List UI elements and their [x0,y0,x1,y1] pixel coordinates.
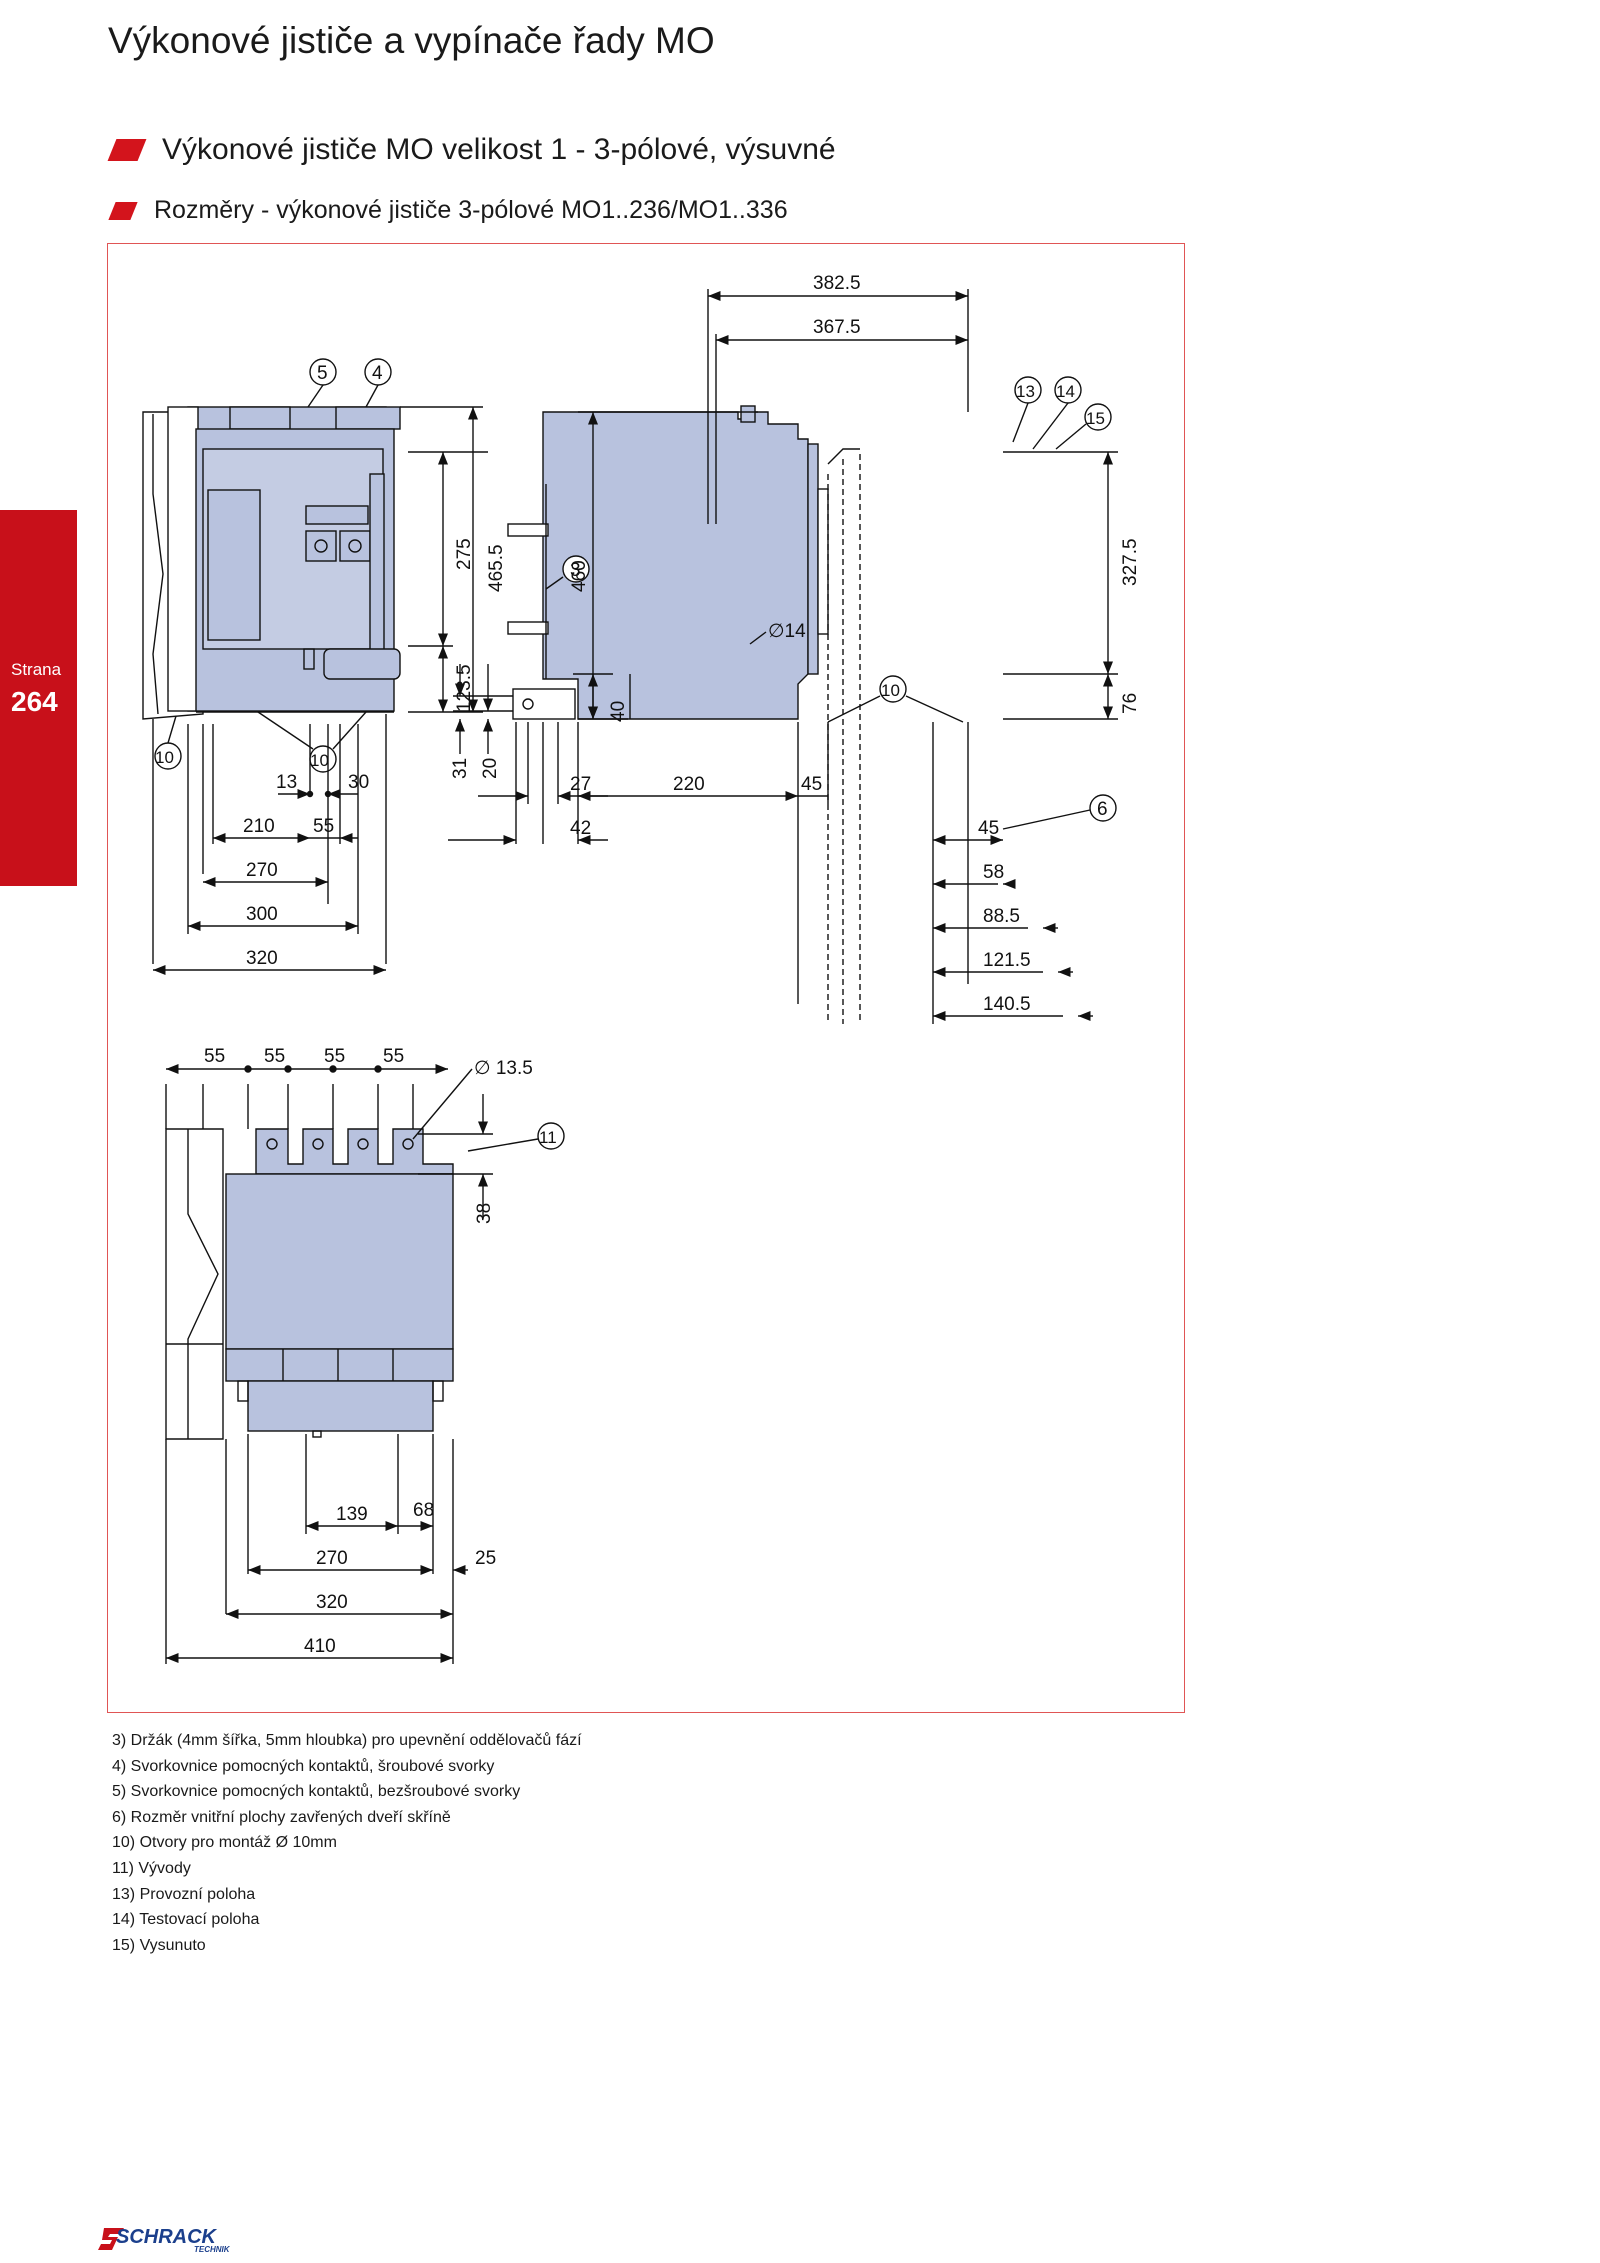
dim-123-5: 123.5 [454,664,475,712]
dim-55: 55 [313,816,334,837]
pitch-55-2: 55 [264,1046,285,1067]
dim-367-5: 367.5 [813,317,861,338]
dim-410: 410 [304,1636,336,1657]
dim-382-5: 382.5 [813,273,861,294]
callout-13: 13 [1016,382,1035,401]
dimension-drawing: 5 4 10 10 275 465.5 123.5 [142,273,1141,1664]
note-4: 4) Svorkovnice pomocných kontaktů, šroub… [112,1757,495,1775]
dim-38: 38 [474,1203,495,1224]
hole-14-label: ∅14 [768,621,806,642]
hole-13-5-label: ∅ 13.5 [474,1058,533,1079]
dim-327-5: 327.5 [1120,538,1141,586]
top-view: 55 55 55 55 ∅ 13.5 11 38 139 68 270 25 3… [165,1046,565,1664]
dim-58: 58 [983,862,1004,883]
section-title: Výkonové jističe MO velikost 1 - 3-pólov… [162,133,836,166]
side-view: 3 13 14 15 10 6 ∅14 382.5 367.5 460 [448,273,1141,1024]
pitch-55-3: 55 [324,1046,345,1067]
note-3: 3) Držák (4mm šířka, 5mm hloubka) pro up… [112,1732,582,1749]
footnotes: 3) Držák (4mm šířka, 5mm hloubka) pro up… [112,1728,582,1958]
dim-270: 270 [246,860,278,881]
dim-210: 210 [243,816,275,837]
bullet-marker-icon [108,201,138,220]
dim-30: 30 [348,772,369,793]
dim-300: 300 [246,904,278,925]
dim-270-top: 270 [316,1548,348,1569]
note-13: 13) Provozní poloha [112,1885,256,1903]
dim-121-5: 121.5 [983,950,1031,971]
pitch-55-1: 55 [204,1046,225,1067]
dim-13: 13 [276,772,297,793]
front-view: 5 4 10 10 275 465.5 123.5 [142,358,507,976]
callout-5: 5 [317,363,328,384]
note-11: 11) Vývody [112,1859,191,1877]
callout-11: 11 [539,1128,557,1147]
dim-220: 220 [673,774,705,795]
callout-3: 3 [570,560,581,581]
callout-14: 14 [1056,382,1075,401]
callout-10-side: 10 [881,681,900,700]
dim-27: 27 [570,774,591,795]
dim-320-top: 320 [316,1592,348,1613]
callout-15: 15 [1086,409,1105,428]
note-6: 6) Rozměr vnitřní plochy zavřených dveří… [112,1808,451,1826]
dim-68: 68 [413,1500,434,1521]
dim-45-right: 45 [978,818,999,839]
subsection-heading: Rozměry - výkonové jističe 3-pólové MO1.… [108,196,788,225]
dim-31: 31 [450,758,471,779]
note-10: 10) Otvory pro montáž Ø 10mm [112,1834,337,1852]
dim-465-5: 465.5 [486,544,507,592]
pitch-55-4: 55 [383,1046,404,1067]
dim-275: 275 [454,538,475,570]
page-title: Výkonové jističe a vypínače řady MO [108,20,715,61]
side-tab-label: Strana [11,660,62,679]
dim-42: 42 [570,818,591,839]
bullet-marker-icon [107,139,147,161]
dim-88-5: 88.5 [983,906,1020,927]
note-14: 14) Testovací poloha [112,1911,260,1929]
dim-139: 139 [336,1504,368,1525]
page-side-tab: Strana 264 [0,510,77,886]
dimension-drawing-frame: 5 4 10 10 275 465.5 123.5 [107,243,1185,1713]
callout-10-bottom: 10 [310,751,329,770]
dim-40: 40 [608,701,629,722]
dim-45: 45 [801,774,822,795]
section-heading: Výkonové jističe MO velikost 1 - 3-pólov… [107,133,836,167]
dim-140-5: 140.5 [983,994,1031,1015]
schrack-logo: SCHRACK TECHNIK [98,2226,231,2254]
note-5: 5) Svorkovnice pomocných kontaktů, bezšr… [112,1783,521,1801]
subsection-title: Rozměry - výkonové jističe 3-pólové MO1.… [154,196,788,224]
dim-25: 25 [475,1548,496,1569]
dim-320: 320 [246,948,278,969]
dim-20: 20 [480,758,501,779]
dim-460: 460 [569,560,590,592]
callout-6: 6 [1097,799,1108,820]
brand-name: SCHRACK [116,2226,218,2248]
dim-76: 76 [1120,693,1141,714]
callout-10-left: 10 [155,748,174,767]
brand-tagline: TECHNIK [194,2245,231,2254]
note-15: 15) Vysunuto [112,1936,206,1954]
callout-4: 4 [372,363,383,384]
page-number: 264 [11,686,58,717]
